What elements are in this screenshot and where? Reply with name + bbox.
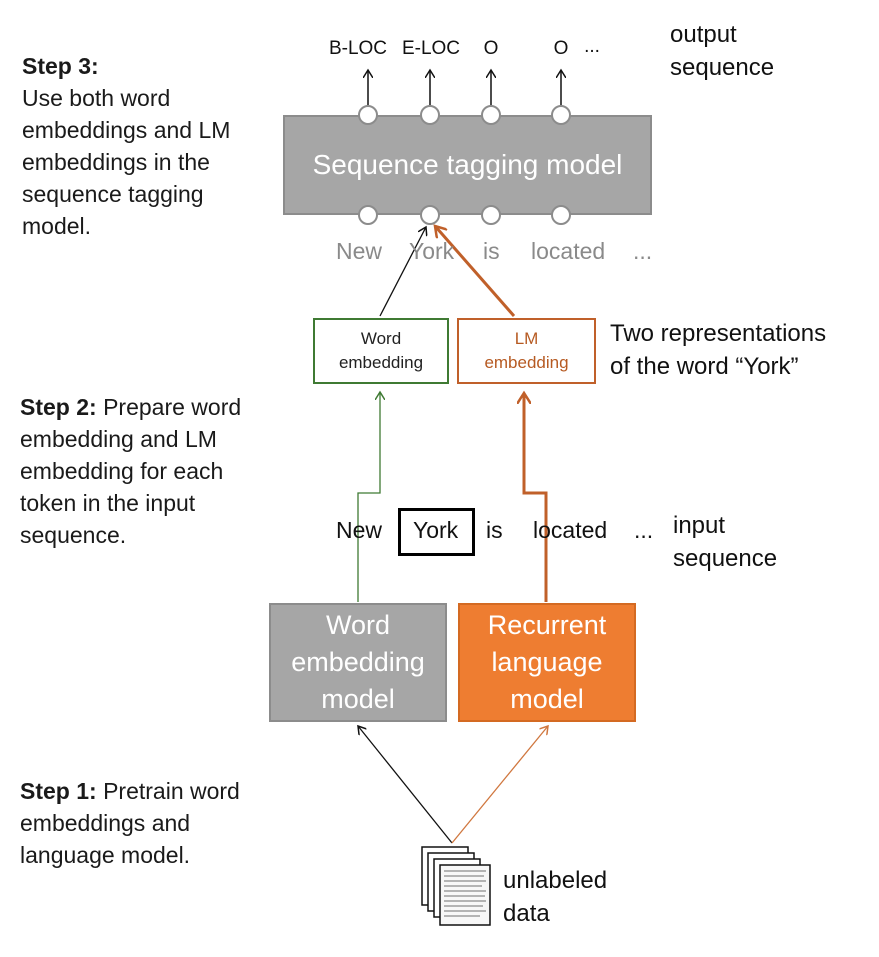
model-token-ellipsis: ... <box>633 238 653 264</box>
recurrent-language-model-box: Recurrent language model <box>458 603 636 722</box>
document-stack-icon <box>421 846 491 926</box>
step2-line-4: sequence. <box>20 522 127 548</box>
input-sequence-label: input sequence <box>673 509 777 575</box>
input-token-york: York <box>413 517 459 543</box>
word-model-to-embedding-arrow <box>357 392 380 602</box>
output-label-line1: output <box>670 21 737 48</box>
model-token-located: located <box>531 238 606 264</box>
step1-line-1: embeddings and <box>20 810 191 836</box>
word-model-line2: embedding <box>291 647 425 677</box>
two-reps-line2: of the word “York” <box>610 353 799 380</box>
word-embedding-line2: embedding <box>338 353 424 372</box>
input-token-is: is <box>486 517 503 543</box>
input-label-line2: sequence <box>673 545 778 572</box>
lm-model-line3: model <box>510 684 584 714</box>
step1-text: Step 1: Pretrain word embeddings and lan… <box>20 775 280 871</box>
word-embedding-line1: Word <box>360 329 402 348</box>
model-token-new: New <box>336 238 383 264</box>
model-token-york: York <box>409 238 455 264</box>
lm-embedding-box: LM embedding <box>457 318 596 384</box>
step3-text: Step 3: Use both word embeddings and LM … <box>22 50 272 242</box>
step1-line-0: Pretrain word <box>96 778 240 804</box>
output-tag-o-2: O <box>553 38 569 59</box>
step1-line-2: language model. <box>20 842 191 868</box>
step2-line-0: Prepare word <box>96 394 242 420</box>
lm-model-line2: language <box>491 647 603 677</box>
word-embedding-model-box: Word embedding model <box>269 603 447 722</box>
output-tag-o-1: O <box>483 38 499 59</box>
data-label-line2: data <box>503 900 550 927</box>
step2-line-2: embedding for each <box>20 458 224 484</box>
data-label-line1: unlabeled <box>503 867 608 894</box>
step2-title: Step 2: <box>20 394 97 420</box>
lm-to-embedding-arrow <box>524 393 548 602</box>
word-model-line1: Word <box>325 610 391 640</box>
step2-line-1: embedding and LM <box>20 426 217 452</box>
step1-title: Step 1: <box>20 778 97 804</box>
input-token-located: located <box>533 517 608 543</box>
input-token-ellipsis: ... <box>634 517 654 543</box>
input-label-line1: input <box>673 512 726 539</box>
word-embedding-to-york-arrow <box>379 227 426 317</box>
data-to-word-model-arrow <box>358 726 453 844</box>
step3-line-4: sequence tagging <box>22 181 204 207</box>
lm-embedding-line2: embedding <box>484 353 569 372</box>
step3-line-5: model. <box>22 213 92 239</box>
output-tag-b-loc: B-LOC <box>328 38 388 59</box>
step3-line-3: embeddings in the <box>22 149 210 175</box>
step3-line-2: embeddings and LM <box>22 117 231 143</box>
output-tag-ellipsis: ... <box>584 36 600 57</box>
unlabeled-data-label: unlabeled data <box>503 864 607 930</box>
output-tag-e-loc: E-LOC <box>401 38 461 59</box>
step3-title: Step 3: <box>22 53 99 79</box>
step2-text: Step 2: Prepare word embedding and LM em… <box>20 391 280 551</box>
model-token-is: is <box>483 238 500 264</box>
data-to-lm-arrow <box>451 726 548 844</box>
input-token-new: New <box>336 517 383 543</box>
word-model-line3: model <box>321 684 395 714</box>
step3-line-1: Use both word <box>22 85 171 111</box>
lm-model-line1: Recurrent <box>487 610 607 640</box>
output-sequence-label: output sequence <box>670 18 774 84</box>
two-representations-label: Two representations of the word “York” <box>610 317 826 383</box>
two-reps-line1: Two representations <box>610 320 827 347</box>
lm-embedding-to-york-arrow <box>435 226 516 317</box>
step2-line-3: token in the input <box>20 490 196 516</box>
york-highlight-box <box>398 508 475 556</box>
lm-embedding-line1: LM <box>514 329 539 348</box>
sequence-tagging-model-box: Sequence tagging model <box>283 115 652 215</box>
sequence-tagging-model-label: Sequence tagging model <box>312 149 623 180</box>
output-label-line2: sequence <box>670 54 775 81</box>
word-embedding-box: Word embedding <box>313 318 449 384</box>
